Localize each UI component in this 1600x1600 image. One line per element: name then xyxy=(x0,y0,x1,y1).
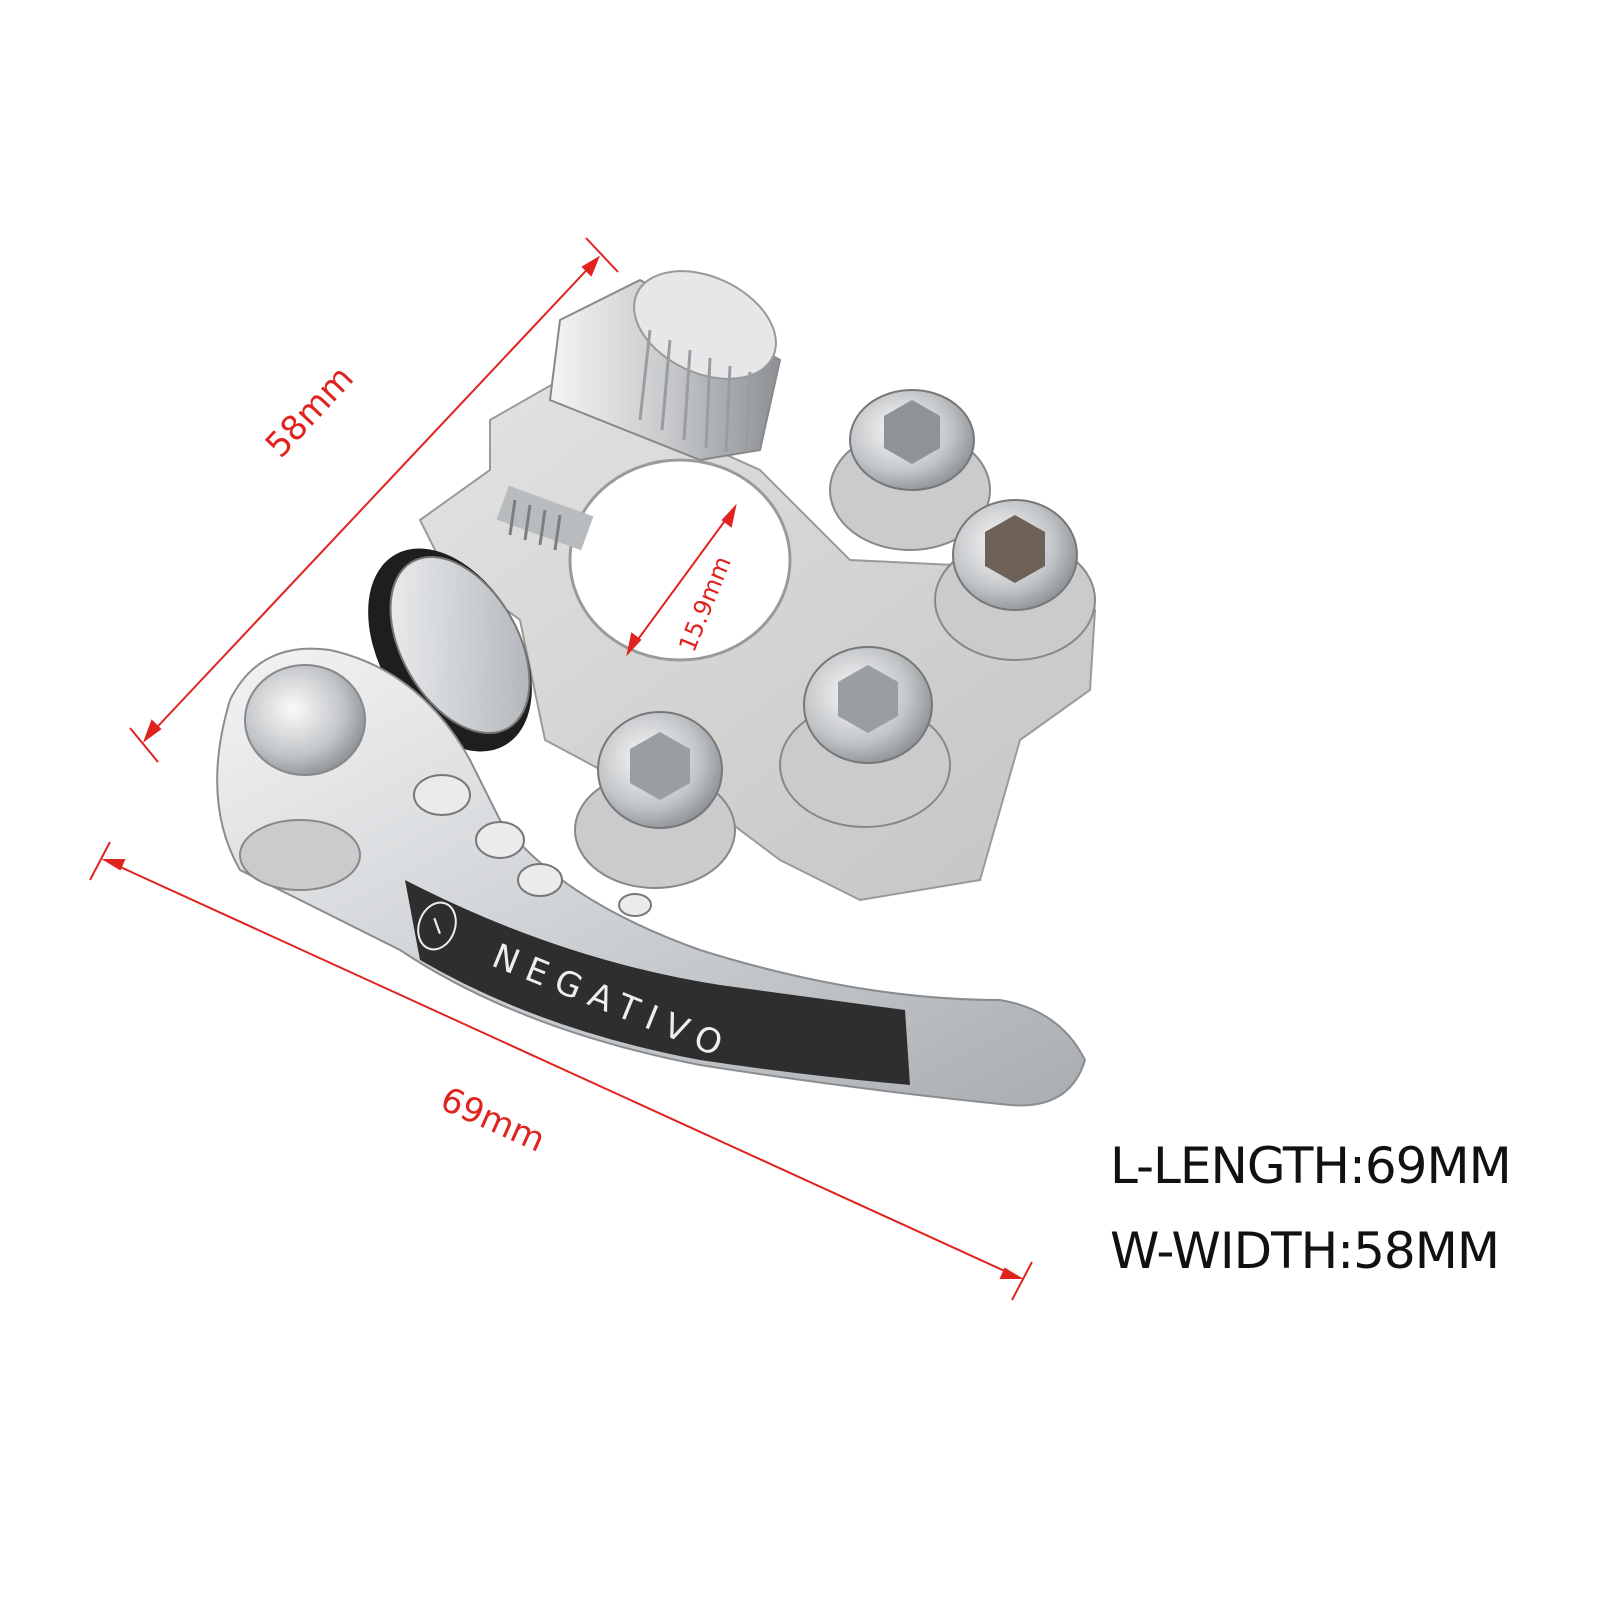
minus-symbol-icon xyxy=(417,901,457,951)
width-spec: W-WIDTH:58MM xyxy=(1110,1222,1500,1280)
arrow-head xyxy=(721,503,737,528)
arrow-head xyxy=(999,1267,1024,1279)
hex-bolt xyxy=(934,499,1096,661)
length-spec: L-LENGTH:69MM xyxy=(1110,1137,1512,1195)
arrow-head xyxy=(101,859,126,871)
arrow-head xyxy=(581,255,601,277)
diameter-dimension-line xyxy=(627,506,736,654)
threaded-bolt xyxy=(496,485,594,551)
knurled-nut xyxy=(548,270,782,462)
lever-label-band xyxy=(405,880,910,1085)
dimension-lines xyxy=(89,237,1033,1301)
hex-bolt xyxy=(829,389,991,551)
length-dimension-line xyxy=(104,859,1021,1279)
arrow-head xyxy=(142,719,162,743)
width-dimension-line xyxy=(144,257,599,741)
hex-bolt xyxy=(779,646,951,828)
lever-pivot xyxy=(244,664,366,776)
arrow-head xyxy=(626,632,642,657)
hex-bolt xyxy=(574,711,736,889)
